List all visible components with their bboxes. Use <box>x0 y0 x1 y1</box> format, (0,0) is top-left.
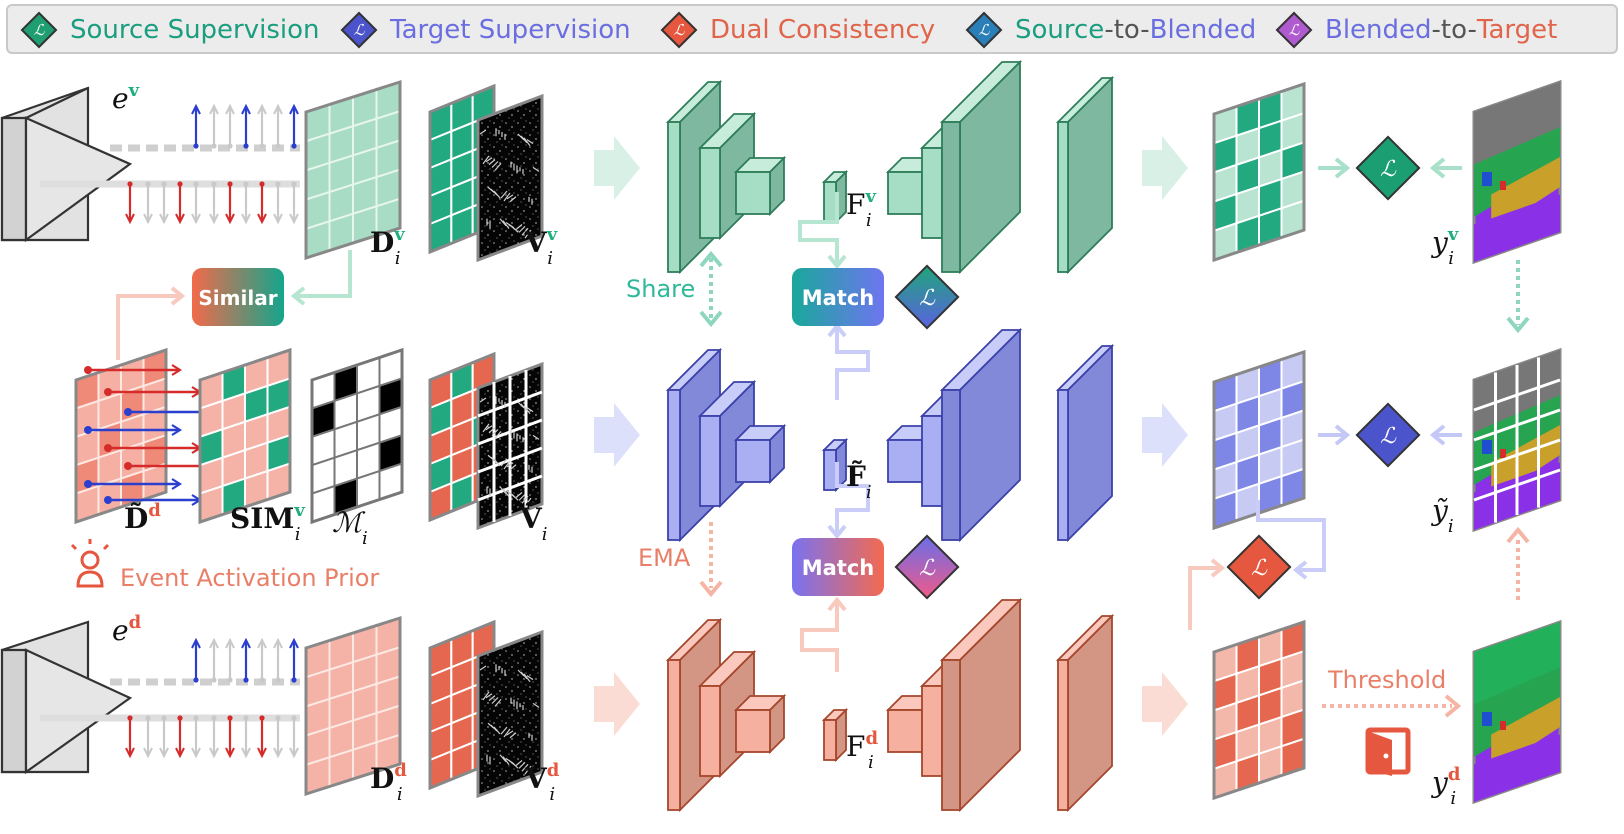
depth-grid-target <box>304 615 402 797</box>
svg-text:ℒ: ℒ <box>919 286 936 311</box>
event-label-source: ev <box>112 80 140 115</box>
svg-text:ℒ: ℒ <box>1380 424 1397 449</box>
legend-text: Dual Consistency <box>710 15 936 45</box>
network-blended <box>665 327 1115 543</box>
legend-text: -to- <box>1431 15 1477 45</box>
legend-text: -to- <box>1104 15 1150 45</box>
svg-text:ℒ: ℒ <box>1380 157 1397 182</box>
svg-text:ℒ: ℒ <box>919 556 936 581</box>
legend-text: Blended <box>1149 15 1257 45</box>
network-source <box>665 59 1115 275</box>
depth-grid-source <box>304 79 402 261</box>
similarity-grid <box>198 347 292 525</box>
mixed-label-map <box>1472 347 1562 533</box>
event-prior-label: Event Activation Prior <box>120 564 379 592</box>
blended-depth-label: D̃d <box>124 500 161 535</box>
dual-loss-diamond: ℒ <box>1226 534 1292 600</box>
share-label: Share <box>626 275 695 303</box>
voxel-event-source <box>476 93 544 263</box>
event-camera-top <box>0 86 133 243</box>
blended-voxel-event <box>476 361 544 531</box>
match-connectors <box>798 192 870 672</box>
legend-text: Target <box>1476 15 1558 45</box>
match-label-bottom: Match <box>802 556 875 580</box>
network-target <box>665 597 1115 813</box>
mask-grid <box>310 347 404 525</box>
similar-box: Similar <box>192 268 284 326</box>
match-box-bottom: Match <box>792 538 884 596</box>
blended-voxel-label: Ṽi <box>519 502 548 545</box>
green-loss-arrows <box>1318 157 1462 179</box>
door-icon <box>1365 727 1411 776</box>
source-to-blended-loss-diamond: ℒ <box>894 264 960 330</box>
blue-loss-arrows <box>1318 424 1462 446</box>
prediction-grid-target <box>1212 619 1306 801</box>
prediction-grid-source <box>1212 81 1306 263</box>
target-loss-diamond: ℒ <box>1355 402 1421 468</box>
blended-to-target-loss-diamond: ℒ <box>894 534 960 600</box>
event-label-target: ed <box>112 612 142 647</box>
legend-text: Blended <box>1325 15 1432 45</box>
dual-loss-connectors <box>1188 500 1326 630</box>
event-streams <box>40 103 300 759</box>
blended-feature-label: F̃i <box>846 460 872 503</box>
label-map-source <box>1472 79 1562 265</box>
legend-text: Target Supervision <box>390 15 631 45</box>
match-box-top: Match <box>792 268 884 326</box>
flow-arrows <box>594 136 1188 736</box>
voxel-event-target <box>476 629 544 799</box>
ema-label: EMA <box>638 544 691 572</box>
svg-text:ℒ: ℒ <box>1251 556 1268 581</box>
blended-depth-grid <box>74 347 168 525</box>
event-prior-icon <box>70 539 110 588</box>
match-label-top: Match <box>802 286 875 310</box>
legend-text: Source Supervision <box>70 15 320 45</box>
legend-text: Source <box>1015 15 1105 45</box>
mixed-label: ỹi <box>1430 494 1454 537</box>
source-loss-diamond: ℒ <box>1355 135 1421 201</box>
threshold-label: Threshold <box>1327 666 1446 694</box>
pseudo-label-map-target <box>1472 619 1562 805</box>
mask-label: ℳi <box>332 506 368 549</box>
prediction-grid-blended <box>1212 349 1306 531</box>
event-camera-bottom <box>0 620 133 775</box>
similar-label: Similar <box>198 286 277 310</box>
similar-connectors <box>116 250 352 360</box>
